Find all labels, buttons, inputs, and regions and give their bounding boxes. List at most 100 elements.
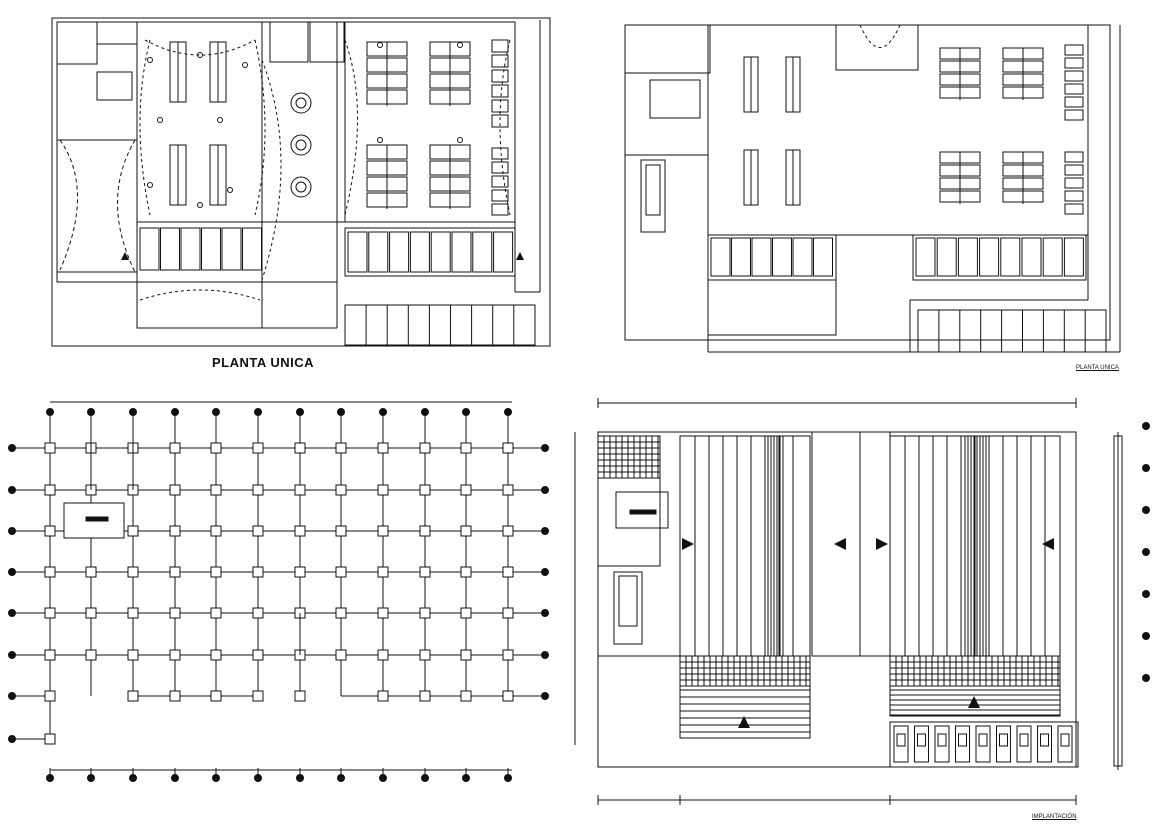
parked-car — [956, 726, 970, 762]
column — [420, 526, 430, 536]
column — [461, 691, 471, 701]
workstation — [1065, 152, 1083, 162]
column — [128, 691, 138, 701]
car-windshield — [1020, 734, 1028, 746]
column — [170, 650, 180, 660]
column — [253, 608, 263, 618]
parked-car — [1038, 726, 1052, 762]
grid-bubble — [422, 775, 429, 782]
column — [211, 650, 221, 660]
toilet-stall — [773, 238, 792, 276]
grid-bubble — [47, 775, 54, 782]
office-cell — [369, 232, 388, 272]
grid-bubble — [463, 775, 470, 782]
column — [378, 443, 388, 453]
grid-bubble — [172, 409, 179, 416]
office-cell — [348, 232, 367, 272]
grid-bubble — [380, 409, 387, 416]
column — [295, 526, 305, 536]
column — [420, 567, 430, 577]
toilet-stall — [752, 238, 771, 276]
workstation — [492, 100, 508, 112]
structural-column-grid — [9, 402, 549, 782]
workstation — [492, 176, 508, 187]
caption-planta-unica-right: PLANTA UNICA — [1076, 365, 1119, 371]
column — [503, 567, 513, 577]
column — [45, 567, 55, 577]
column — [170, 443, 180, 453]
car-windshield — [897, 734, 905, 746]
column — [128, 650, 138, 660]
workstation — [1065, 110, 1083, 120]
column — [503, 608, 513, 618]
workstation — [1065, 204, 1083, 214]
column — [211, 443, 221, 453]
column — [461, 485, 471, 495]
grid-bubble — [1143, 423, 1150, 430]
column — [378, 526, 388, 536]
grid-bubble — [1143, 591, 1150, 598]
column — [503, 485, 513, 495]
grid-bubble — [380, 775, 387, 782]
column — [86, 567, 96, 577]
car-windshield — [1000, 734, 1008, 746]
grid-bubble — [88, 775, 95, 782]
light-fixture — [148, 58, 153, 63]
office-cell — [1001, 238, 1020, 276]
office-cell — [1064, 238, 1083, 276]
column — [128, 608, 138, 618]
grid-bubble — [542, 569, 549, 576]
toilet-stall — [732, 238, 751, 276]
column — [420, 650, 430, 660]
car-windshield — [918, 734, 926, 746]
light-fixture — [378, 43, 383, 48]
column — [253, 485, 263, 495]
office-cell — [452, 232, 471, 272]
grid-bubble — [463, 409, 470, 416]
toilet-stall — [202, 228, 221, 270]
column — [336, 485, 346, 495]
grid-bubble — [213, 775, 220, 782]
caption-implantacion: IMPLANTACIÓN — [1032, 814, 1077, 820]
car-windshield — [959, 734, 967, 746]
workstation — [492, 204, 508, 215]
workstation — [1065, 71, 1083, 81]
toilet-stall — [181, 228, 200, 270]
column — [253, 650, 263, 660]
grid-bubble — [542, 445, 549, 452]
grid-bubble — [130, 775, 137, 782]
column — [336, 567, 346, 577]
column — [503, 691, 513, 701]
column — [211, 608, 221, 618]
column — [170, 567, 180, 577]
column — [211, 485, 221, 495]
toilet-stall — [222, 228, 241, 270]
light-fixture — [458, 43, 463, 48]
column — [378, 691, 388, 701]
workstation — [1065, 165, 1083, 175]
office-cell — [410, 232, 429, 272]
column — [45, 526, 55, 536]
column — [420, 608, 430, 618]
grid-bubble — [9, 610, 16, 617]
column — [45, 691, 55, 701]
parked-car — [894, 726, 908, 762]
grid-bubble — [9, 528, 16, 535]
column — [253, 567, 263, 577]
grid-bubble — [1143, 549, 1150, 556]
grid-bubble — [1143, 675, 1150, 682]
light-fixture — [218, 118, 223, 123]
column — [503, 650, 513, 660]
toilet-stall — [814, 238, 833, 276]
workstation — [492, 190, 508, 201]
column — [45, 485, 55, 495]
column — [170, 608, 180, 618]
column — [295, 567, 305, 577]
office-cell — [958, 238, 977, 276]
column — [170, 485, 180, 495]
workstation — [492, 55, 508, 67]
grid-bubble — [213, 409, 220, 416]
car-windshield — [979, 734, 987, 746]
grid-bubble — [338, 409, 345, 416]
column — [420, 443, 430, 453]
